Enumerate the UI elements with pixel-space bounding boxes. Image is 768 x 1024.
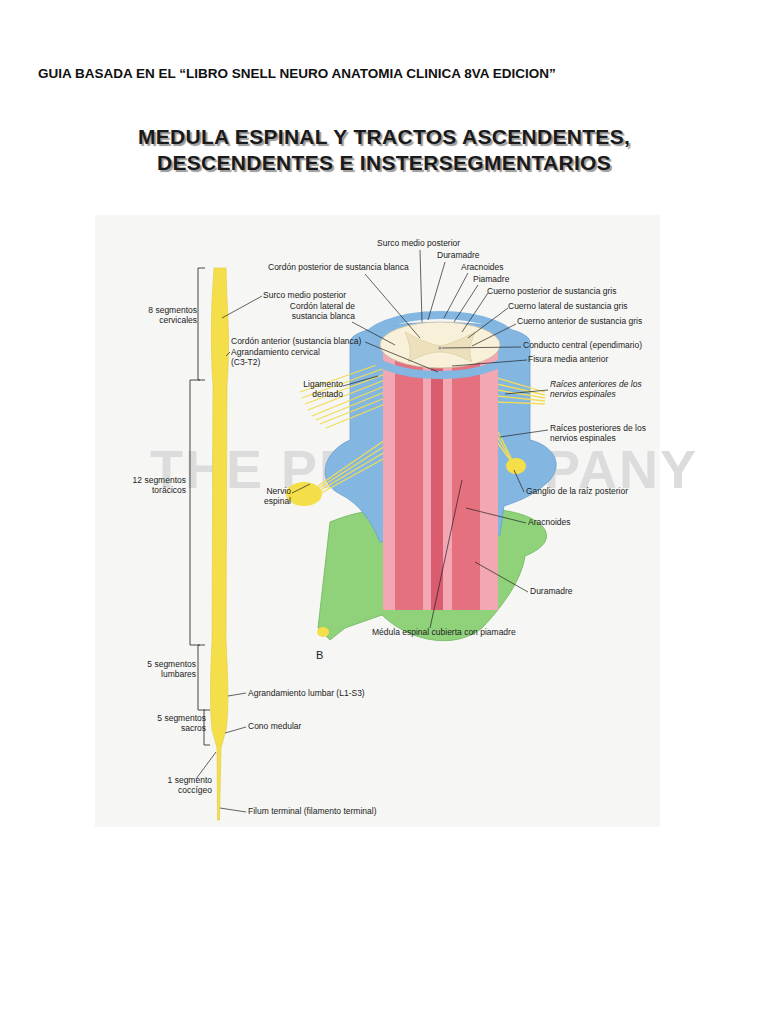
spinal-cord-long [211,268,229,820]
segment-label: 12 segmentos torácicos [128,476,186,496]
leader-line [365,342,438,372]
part-label: Piamadre [473,275,509,285]
leader-line [343,376,378,386]
part-label: Aracnoides [528,518,571,528]
part-label: Ligamento dentado [293,380,343,400]
part-label: Cuerno anterior de sustancia gris [517,317,642,327]
leader-line [472,324,516,346]
part-label: Cordón lateral de sustancia blanca [269,302,355,322]
leader-line [220,808,246,812]
segment-label: 5 segmentos lumbares [140,660,196,680]
leader-line [196,752,216,779]
leader-line [505,390,548,394]
leader-line [196,250,548,812]
leader-line [430,480,462,628]
spinal-nerve-roots [497,436,512,462]
part-label: Fisura media anterior [528,355,608,365]
spinal-nerve-roots [497,402,545,404]
page-title: MEDULA ESPINAL Y TRACTOS ASCENDENTES, DE… [104,124,664,177]
leader-line [500,430,548,437]
leader-line [454,285,478,322]
part-label: Agrandamiento cervical (C3-T2) [231,348,335,368]
leader-line [468,308,508,338]
leader-line [292,484,310,493]
part-label: Surco medio posterior [377,239,460,249]
part-label: Filum terminal (filamento terminal) [248,807,376,817]
spinal-cord-segment [431,345,443,610]
spinal-cord-segment [380,322,500,368]
part-label: Cordón posterior de sustancia blanca [268,263,409,273]
ganglion [286,482,322,506]
ganglion [506,458,526,474]
segment-bracket [198,645,205,710]
segment-bracket [198,268,205,380]
leader-line [228,693,246,696]
segment-bracket [190,380,200,645]
leader-line [514,470,524,492]
leader-line [444,273,468,318]
leader-line [226,352,230,356]
leader-line [452,360,527,366]
spinal-cord-segment [364,315,516,610]
part-label: Surco medio posterior [263,291,346,301]
segment-label: 1 segmento coccígeo [156,776,212,796]
spinal-cord-segment [438,346,441,349]
spinal-cord-segment [405,332,475,362]
segment-label: 5 segmentos sacros [150,714,206,734]
part-label: Ganglio de la raíz posterior [526,487,628,497]
part-label: Agrandamiento lumbar (L1-S3) [248,689,365,699]
leader-line [365,274,420,338]
part-label: Duramadre [437,251,480,261]
spinal-nerve-roots [326,404,385,428]
leader-line [428,262,445,320]
spinal-cord-segment [364,315,516,375]
leader-line [225,727,246,733]
leader-line [420,250,422,322]
part-label: Cono medular [248,722,301,732]
part-label: Cuerno lateral de sustancia gris [508,302,628,312]
part-label: Médula espinal cubierta con piamadre [372,628,516,638]
leader-line [442,347,521,348]
spinal-cord-segment [395,345,423,610]
spinal-cord-segment [452,345,480,610]
page-header: GUIA BASADA EN EL “LIBRO SNELL NEURO ANA… [38,66,556,82]
spinal-nerve-roots [320,398,385,424]
dura-mater [317,627,329,637]
part-label: Aracnoides [461,263,504,273]
part-label: Raíces posteriores de los nervios espina… [550,424,650,444]
segment-label: 8 segmentos cervicales [139,306,197,326]
spinal-nerve-roots [497,396,545,401]
figure-letter: B [316,649,323,662]
spinal-cord-long [211,268,229,820]
part-label: Raíces anteriores de los nervios espinal… [550,380,650,400]
leader-line [222,296,262,318]
part-label: Cuerno posterior de sustancia gris [487,287,616,297]
leader-line [466,508,526,523]
part-label: Nervio espinal [255,487,291,507]
part-label: Duramadre [530,587,573,597]
leader-line [475,562,528,592]
spinal-cord-segment [383,345,498,610]
part-label: Conducto central (ependimario) [523,341,642,351]
part-label: Cordón anterior (sustancia blanca) [231,337,361,347]
